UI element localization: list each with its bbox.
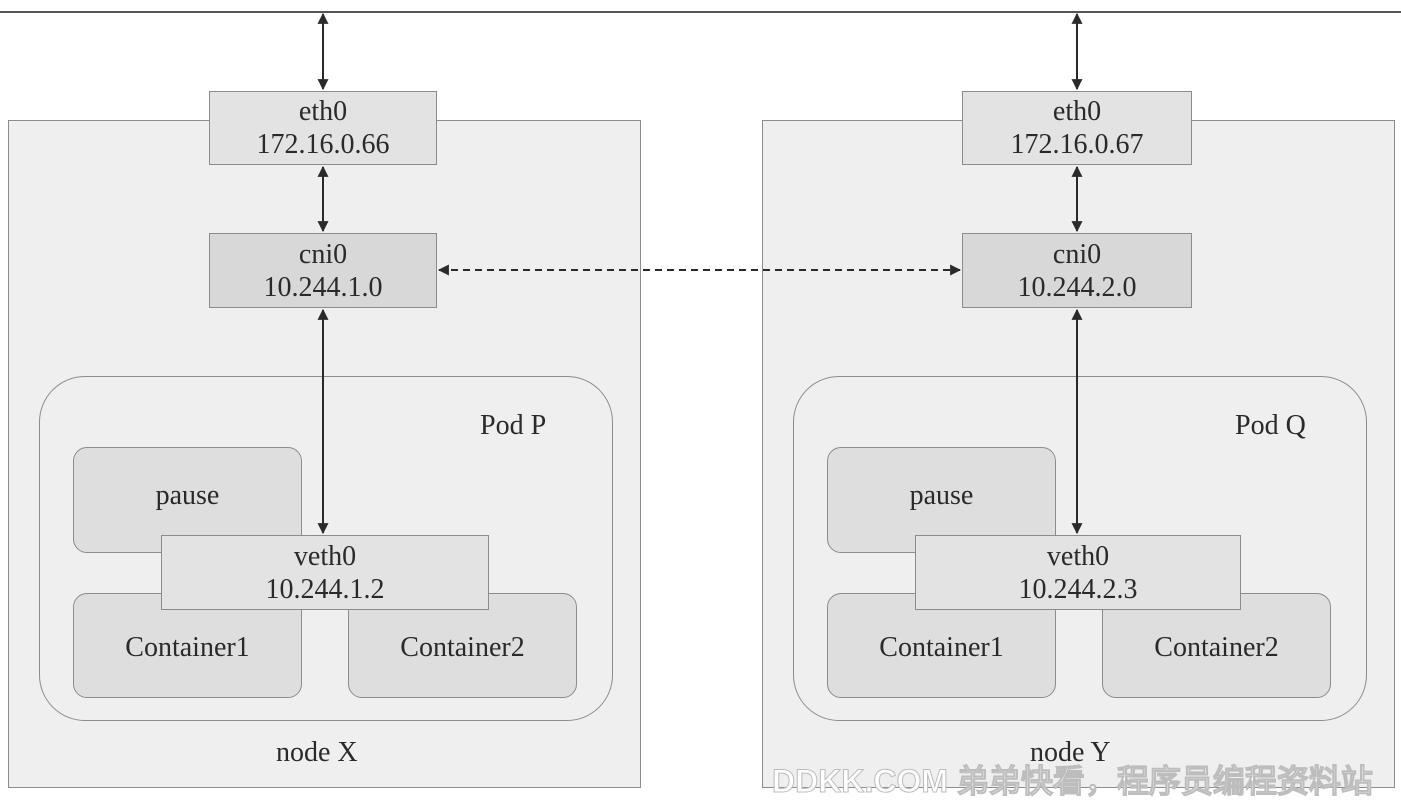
veth-ip: 10.244.2.3 xyxy=(1018,573,1138,605)
cni0-y-box: cni0 10.244.2.0 xyxy=(962,233,1192,308)
cni-ip: 10.244.1.0 xyxy=(263,271,383,303)
pod-q-label: Pod Q xyxy=(1235,410,1306,441)
veth-ip: 10.244.1.2 xyxy=(265,573,385,605)
container2-y: Container2 xyxy=(1102,593,1331,698)
cni-name: cni0 xyxy=(1052,238,1102,270)
veth-name: veth0 xyxy=(1046,540,1110,572)
veth0-x-box: veth0 10.244.1.2 xyxy=(161,535,489,610)
container2-label: Container2 xyxy=(1154,631,1279,663)
container1-y: Container1 xyxy=(827,593,1056,698)
eth-name: eth0 xyxy=(298,96,348,127)
veth0-y-box: veth0 10.244.2.3 xyxy=(915,535,1241,610)
node-x-label: node X xyxy=(276,737,358,768)
pause-label: pause xyxy=(909,480,974,511)
container1-label: Container1 xyxy=(125,631,250,663)
container2-label: Container2 xyxy=(400,631,525,663)
cni-ip: 10.244.2.0 xyxy=(1017,271,1137,303)
eth0-x-box: eth0 172.16.0.66 xyxy=(209,91,437,165)
watermark: DDKK.COM 弟弟快看，程序员编程资料站 xyxy=(772,763,1374,800)
cni0-x-box: cni0 10.244.1.0 xyxy=(209,233,437,308)
pod-p-label: Pod P xyxy=(480,410,547,441)
node-y-label: node Y xyxy=(1030,737,1111,768)
pause-label: pause xyxy=(155,480,220,511)
veth-name: veth0 xyxy=(293,540,357,572)
container1-x: Container1 xyxy=(73,593,302,698)
eth-name: eth0 xyxy=(1052,96,1102,127)
eth-ip: 172.16.0.67 xyxy=(1010,129,1144,160)
cni-name: cni0 xyxy=(298,238,348,270)
eth-ip: 172.16.0.66 xyxy=(256,129,390,160)
container2-x: Container2 xyxy=(348,593,577,698)
eth0-y-box: eth0 172.16.0.67 xyxy=(962,91,1192,165)
container1-label: Container1 xyxy=(879,631,1004,663)
